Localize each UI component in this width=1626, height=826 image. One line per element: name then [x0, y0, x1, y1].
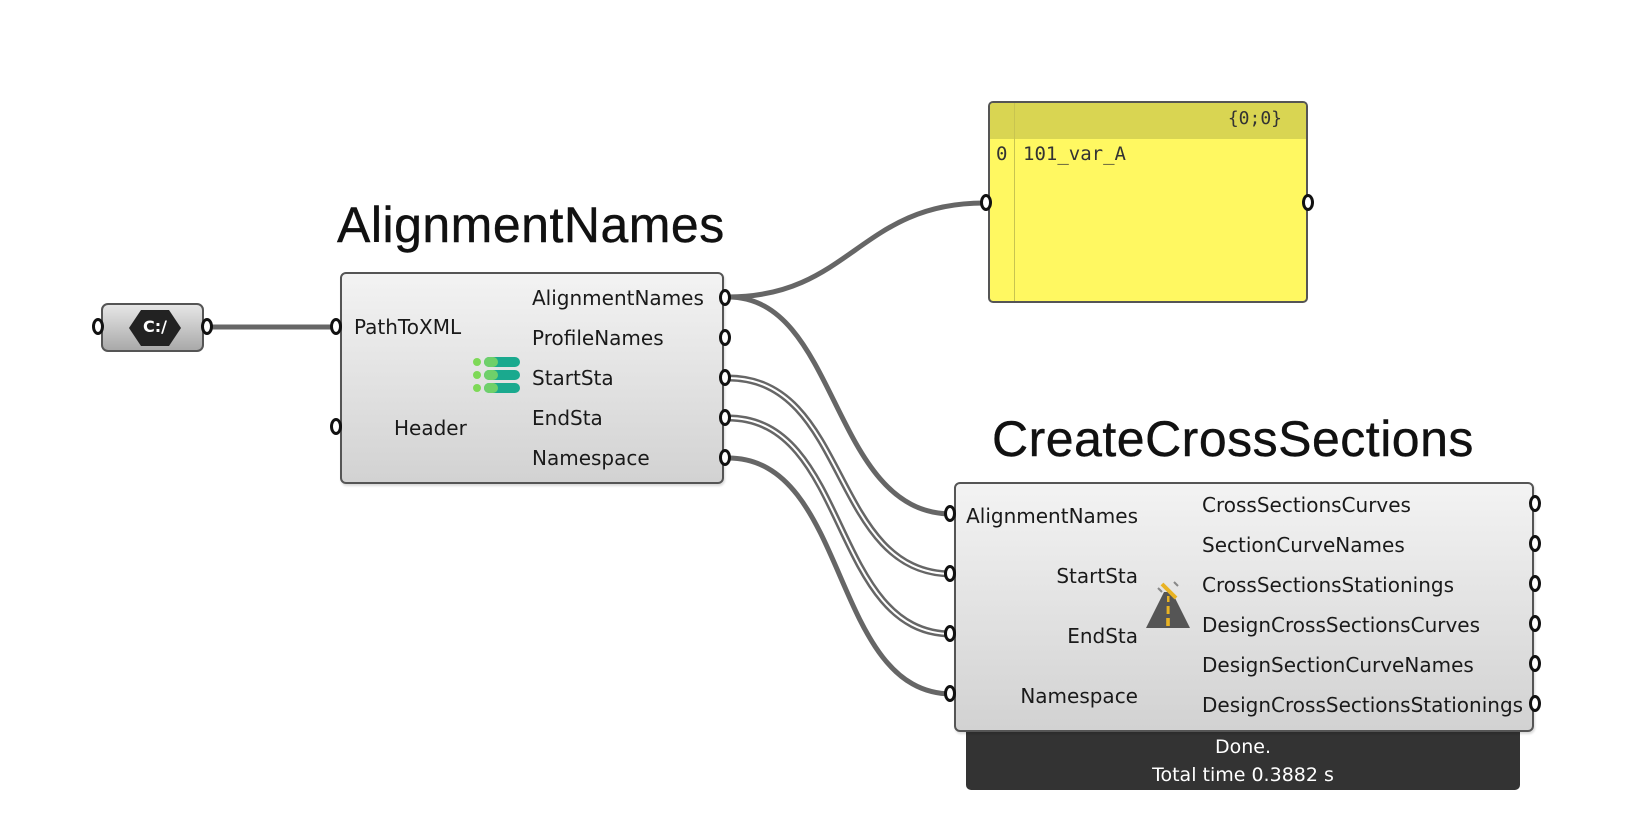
input-label-pathtoxml: PathToXML — [354, 315, 462, 339]
output-label-crosssectionscurves: CrossSectionsCurves — [1202, 493, 1411, 517]
panel-path: {0;0} — [1227, 108, 1282, 129]
port-out-designcrosssectionscurves[interactable] — [1529, 615, 1541, 632]
output-label-startsta: StartSta — [532, 366, 614, 390]
port-in-ccs-endsta[interactable] — [944, 625, 956, 642]
port-out-profilenames[interactable] — [719, 329, 731, 346]
panel-row-value: 101_var_A — [1023, 143, 1126, 165]
input-label-endsta: EndSta — [1067, 624, 1138, 648]
output-label-crosssectionsstationings: CrossSectionsStationings — [1202, 573, 1455, 597]
alignmentnames-title: AlignmentNames — [337, 197, 725, 253]
output-label-designcrosssectionscurves: DesignCrossSectionsCurves — [1202, 613, 1481, 637]
yellow-panel[interactable]: {0;0} 0 101_var_A — [988, 101, 1308, 303]
port-out-alignmentnames[interactable] — [719, 289, 731, 306]
port-in-ccs-namespace[interactable] — [944, 685, 956, 702]
status-done: Done. — [1214, 736, 1272, 758]
drive-path-icon: C:/ — [128, 309, 182, 347]
port-out-sectioncurvenames[interactable] — [1529, 535, 1541, 552]
port-out-endsta[interactable] — [719, 409, 731, 426]
wire-endsta — [724, 414, 956, 638]
output-label-alignmentnames: AlignmentNames — [532, 286, 704, 310]
port-out-namespace[interactable] — [719, 449, 731, 466]
port-out-designcrosssectionsstationings[interactable] — [1529, 695, 1541, 712]
input-label-header: Header — [394, 416, 467, 440]
panel-output-port[interactable] — [1302, 194, 1314, 211]
filepath-input-port[interactable] — [92, 318, 104, 335]
input-label-namespace: Namespace — [1020, 684, 1138, 708]
output-label-designsectioncurvenames: DesignSectionCurveNames — [1202, 653, 1474, 677]
alignmentnames-component[interactable]: PathToXML Header AlignmentNames ProfileN… — [340, 272, 724, 484]
wire-alignmentnames-to-panel — [725, 200, 987, 300]
output-label-designcrosssectionsstationings: DesignCrossSectionsStationings — [1202, 693, 1524, 717]
port-in-header[interactable] — [330, 418, 342, 435]
drive-path-icon-text: C:/ — [143, 317, 167, 336]
output-label-profilenames: ProfileNames — [532, 326, 664, 350]
createcrosssections-title: CreateCrossSections — [992, 411, 1474, 467]
port-out-crosssectionsstationings[interactable] — [1529, 575, 1541, 592]
createcrosssections-component[interactable]: AlignmentNames StartSta EndSta Namespace… — [954, 482, 1534, 732]
port-out-designsectioncurvenames[interactable] — [1529, 655, 1541, 672]
port-in-pathtoxml[interactable] — [330, 318, 342, 335]
file-path-parameter[interactable]: C:/ — [101, 303, 204, 352]
input-label-startsta: StartSta — [1056, 564, 1138, 588]
panel-input-port[interactable] — [980, 194, 992, 211]
output-label-endsta: EndSta — [532, 406, 603, 430]
list-icon — [473, 357, 520, 393]
wire-namespace — [725, 455, 955, 697]
output-label-namespace: Namespace — [532, 446, 650, 470]
input-label-alignmentnames: AlignmentNames — [966, 504, 1138, 528]
panel-gutter — [1014, 103, 1015, 301]
road-icon — [1146, 581, 1190, 628]
port-out-crosssectionscurves[interactable] — [1529, 495, 1541, 512]
panel-header: {0;0} — [990, 103, 1306, 139]
port-in-ccs-startsta[interactable] — [944, 565, 956, 582]
status-bar: Done. Total time 0.3882 s — [966, 730, 1520, 790]
status-total-time: Total time 0.3882 s — [1152, 764, 1334, 786]
panel-row-index: 0 — [996, 143, 1008, 165]
wire-startsta — [724, 374, 956, 578]
port-out-startsta[interactable] — [719, 369, 731, 386]
filepath-output-port[interactable] — [201, 318, 213, 335]
port-in-ccs-alignmentnames[interactable] — [944, 505, 956, 522]
output-label-sectioncurvenames: SectionCurveNames — [1202, 533, 1405, 557]
wire-alignmentnames-to-ccs — [725, 294, 955, 517]
